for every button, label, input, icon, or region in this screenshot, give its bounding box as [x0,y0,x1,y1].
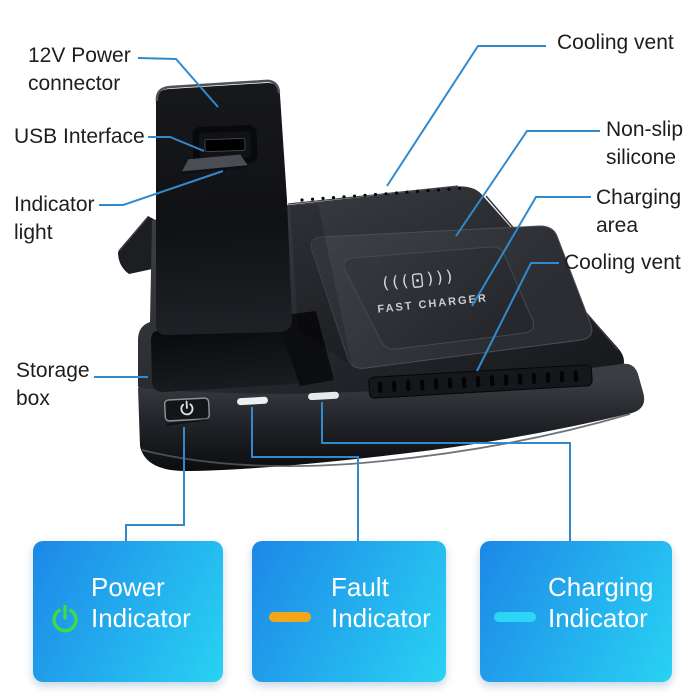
front-bottom-rim-highlight [141,413,631,468]
tray-back-left-ledge [118,216,157,274]
device-front-face [138,363,645,471]
device-stand [155,79,292,335]
svg-text:))): ))) [424,266,455,288]
charging-indicator-led [308,391,339,401]
back-cooling-vent [300,186,462,202]
svg-text:(((: ((( [380,271,411,293]
legend-line: Charging [548,572,654,602]
line-usb-interface [148,136,205,152]
fault-indicator-icon [269,612,311,622]
back-edge-bevel [287,185,459,205]
line-indicator-light [99,170,224,206]
callout-lines [94,45,600,542]
legend-text: Power Indicator [91,572,191,634]
stand-shadow [290,204,352,366]
label-line: Cooling vent [564,251,681,274]
legend-charging-indicator: Charging Indicator [480,541,672,682]
label-line: silicone [606,146,677,169]
fault-indicator-led [237,396,268,406]
legend-line: Indicator [331,603,431,633]
legend-text: Fault Indicator [331,572,431,634]
power-icon [52,604,78,633]
callout-label-12v-power-connector: 12V Power connector [28,42,131,98]
legend-line: Indicator [548,603,648,633]
legend-power-indicator: Power Indicator [33,541,223,682]
line-12v-power-connector [137,57,219,108]
legend-line: Power [91,572,165,602]
label-line: Storage [16,359,90,382]
legend-line: Indicator [91,603,191,633]
label-line: Indicator [14,193,95,216]
callout-label-usb-interface: USB Interface [14,123,145,151]
line-non-slip-silicone [455,130,600,237]
legend-fault-indicator: Fault Indicator [252,541,446,682]
label-line: Cooling vent [557,31,674,54]
cooling-vent-strip [368,364,593,399]
label-line: Charging [596,186,682,209]
usb-port [181,125,258,175]
callout-label-indicator-light: Indicator light [14,191,95,247]
label-line: 12V Power [28,44,131,67]
callout-label-cooling-vent-top: Cooling vent [557,29,674,57]
line-power-indicator [125,427,185,542]
label-line: light [14,221,53,244]
label-line: box [16,387,50,410]
callout-label-non-slip-silicone: Non-slip silicone [606,116,683,172]
power-button [163,397,211,426]
wireless-charging-icon: ((( ))) [380,266,455,293]
legend-text: Charging Indicator [548,572,654,634]
charging-pad [343,246,535,350]
callout-label-charging-area: Charging area [596,184,681,240]
label-line: area [596,214,639,237]
callout-label-cooling-vent-right: Cooling vent [564,249,681,277]
label-line: connector [28,72,121,95]
storage-step-wall [276,311,334,386]
line-charging-indicator [321,402,571,542]
label-line: USB Interface [14,125,145,148]
callout-label-storage-box: Storage box [16,357,90,413]
storage-box-recess [151,324,306,393]
line-cooling-vent-right [476,262,559,372]
line-fault-indicator [251,407,359,542]
label-line: Non-slip [606,118,684,141]
line-cooling-vent-top [386,45,546,187]
charging-indicator-icon [494,612,536,622]
line-charging-area [471,196,591,307]
legend-line: Fault [331,572,389,602]
